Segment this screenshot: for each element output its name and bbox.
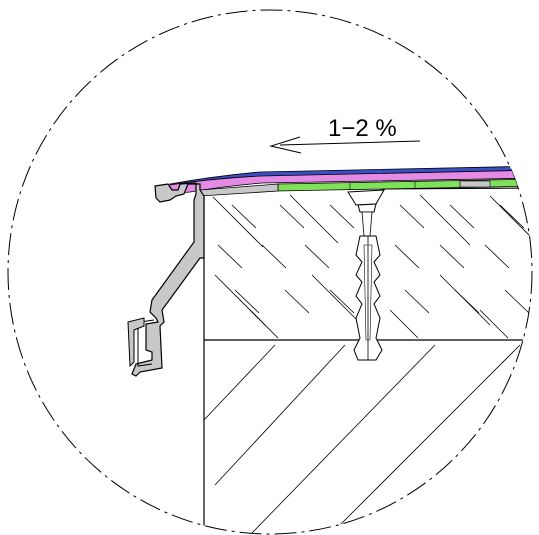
detail-circle bbox=[7, 9, 533, 535]
drip-edge-slot bbox=[127, 317, 145, 368]
edge-profile bbox=[131, 182, 205, 377]
insulation-board bbox=[203, 187, 532, 339]
anchor-screw bbox=[347, 189, 385, 361]
slope-arrow bbox=[269, 136, 421, 154]
slope-label: 1−2 % bbox=[328, 115, 397, 142]
